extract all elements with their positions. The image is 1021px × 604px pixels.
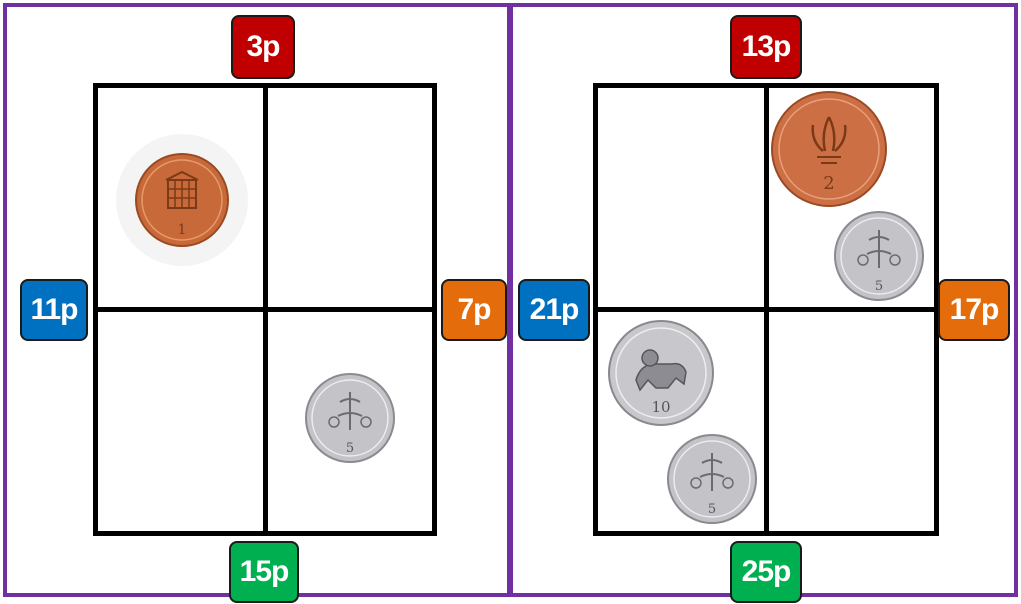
right-total-tag: 17p <box>938 279 1010 341</box>
puzzle-panel-left: 3p 11p 7p 15p 1 5 <box>3 3 511 597</box>
left-total-tag: 21p <box>518 279 590 341</box>
svg-text:5: 5 <box>875 279 883 294</box>
svg-text:5: 5 <box>708 502 716 517</box>
bottom-total-tag: 25p <box>730 541 802 603</box>
thistle-icon: 5 <box>304 372 396 464</box>
top-total-tag: 3p <box>231 15 295 79</box>
thistle-icon: 5 <box>833 210 925 302</box>
svg-text:2: 2 <box>823 173 834 194</box>
five-pence-coin[interactable]: 5 <box>304 372 396 464</box>
one-penny-coin[interactable]: 1 <box>116 134 248 266</box>
svg-text:10: 10 <box>651 398 670 416</box>
thistle-icon: 5 <box>666 433 758 525</box>
right-total-tag: 7p <box>441 279 507 341</box>
grid-divider-horizontal <box>598 307 934 312</box>
svg-text:5: 5 <box>346 441 354 456</box>
feathers-icon: 2 <box>769 89 889 209</box>
portcullis-icon: 1 <box>116 134 248 266</box>
grid-divider-horizontal <box>98 307 432 312</box>
bottom-total-tag: 15p <box>229 541 299 603</box>
two-pence-coin[interactable]: 2 <box>769 89 889 209</box>
puzzle-panel-right: 13p 21p 17p 25p 2 5 10 <box>509 3 1018 597</box>
five-pence-coin[interactable]: 5 <box>833 210 925 302</box>
left-total-tag: 11p <box>20 279 88 341</box>
svg-text:1: 1 <box>178 222 187 238</box>
ten-pence-coin[interactable]: 10 <box>606 318 716 428</box>
top-total-tag: 13p <box>730 15 802 79</box>
five-pence-coin[interactable]: 5 <box>666 433 758 525</box>
lion-icon: 10 <box>606 318 716 428</box>
